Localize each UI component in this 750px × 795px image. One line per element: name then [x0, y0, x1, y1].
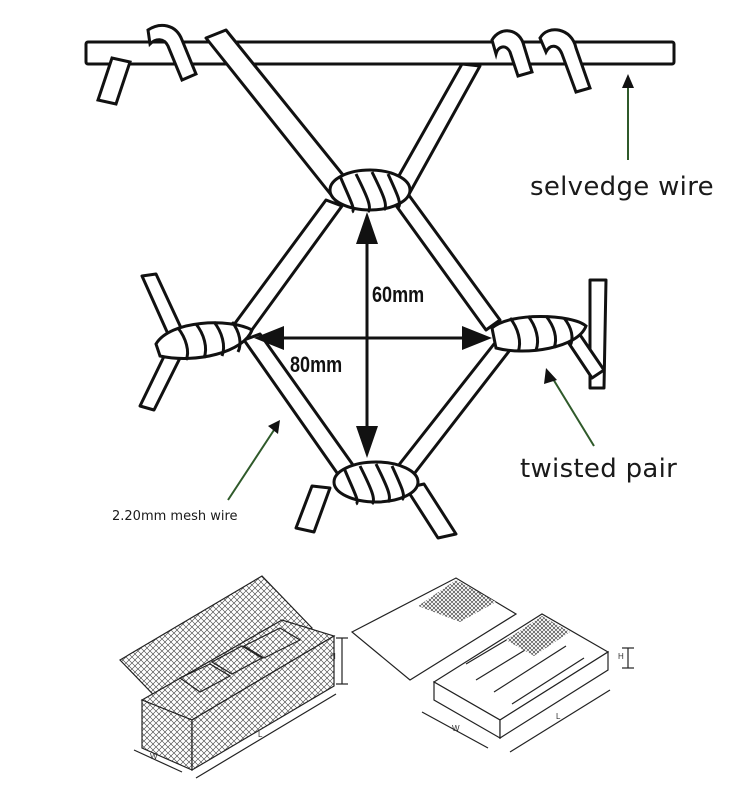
gabion-panel-flat [350, 577, 518, 681]
box-left-h-label: H [330, 652, 336, 661]
selvedge-pointer-arrow [622, 74, 634, 160]
dimension-arrow-horizontal [254, 326, 492, 350]
mesh-pointer-arrow [227, 420, 280, 501]
dimension-arrow-vertical [356, 212, 378, 458]
twisted-pair-label: twisted pair [520, 454, 678, 484]
twisted-knot-right [490, 315, 588, 353]
twisted-pointer-arrow [544, 368, 595, 447]
dimension-height-label: 60mm [372, 282, 425, 307]
selvedge-wrap-right [490, 28, 592, 94]
gabion-box-assembled [119, 575, 348, 779]
twisted-knot-bottom [332, 460, 420, 506]
twisted-knot-left [154, 321, 254, 361]
box-right-l-label: L [556, 712, 561, 721]
box-left-w-label: W [150, 752, 158, 761]
mesh-wire-label: 2.20mm mesh wire [112, 509, 238, 524]
box-left-l-label: L [258, 730, 263, 739]
dimension-width-label: 80mm [290, 352, 343, 377]
gabion-box-open [421, 613, 634, 753]
box-right-h-label: H [618, 652, 624, 661]
selvedge-wrap-left [96, 23, 198, 106]
selvedge-wire-label: selvedge wire [530, 172, 714, 202]
box-right-w-label: W [452, 724, 460, 733]
twisted-knot-top [328, 168, 412, 214]
